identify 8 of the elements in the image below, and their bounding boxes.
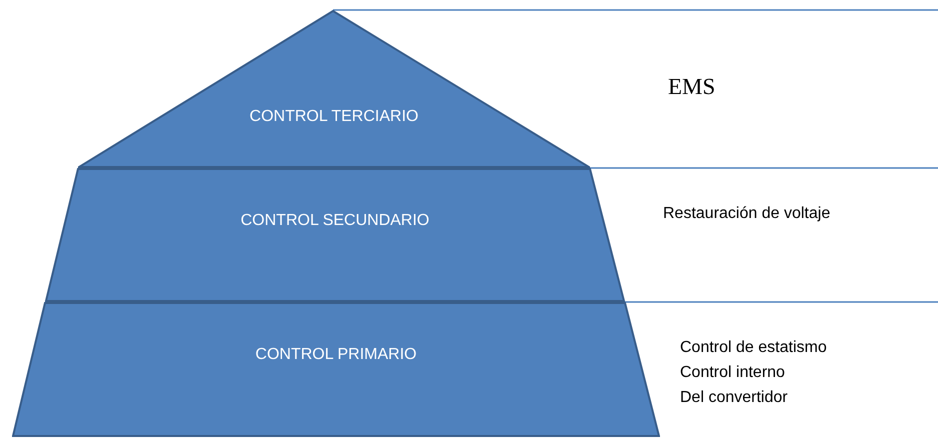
tier-description: EMS [668,74,716,99]
tier-label: CONTROL TERCIARIO [250,107,418,127]
tier-description: Control de estatismo [680,339,827,356]
tier-description: Restauración de voltaje [663,205,830,222]
tier-label: CONTROL SECUNDARIO [240,211,430,231]
tier-description: Control interno [680,364,785,381]
tier-description: Del convertidor [680,389,788,406]
tier-label: CONTROL PRIMARIO [255,345,417,365]
